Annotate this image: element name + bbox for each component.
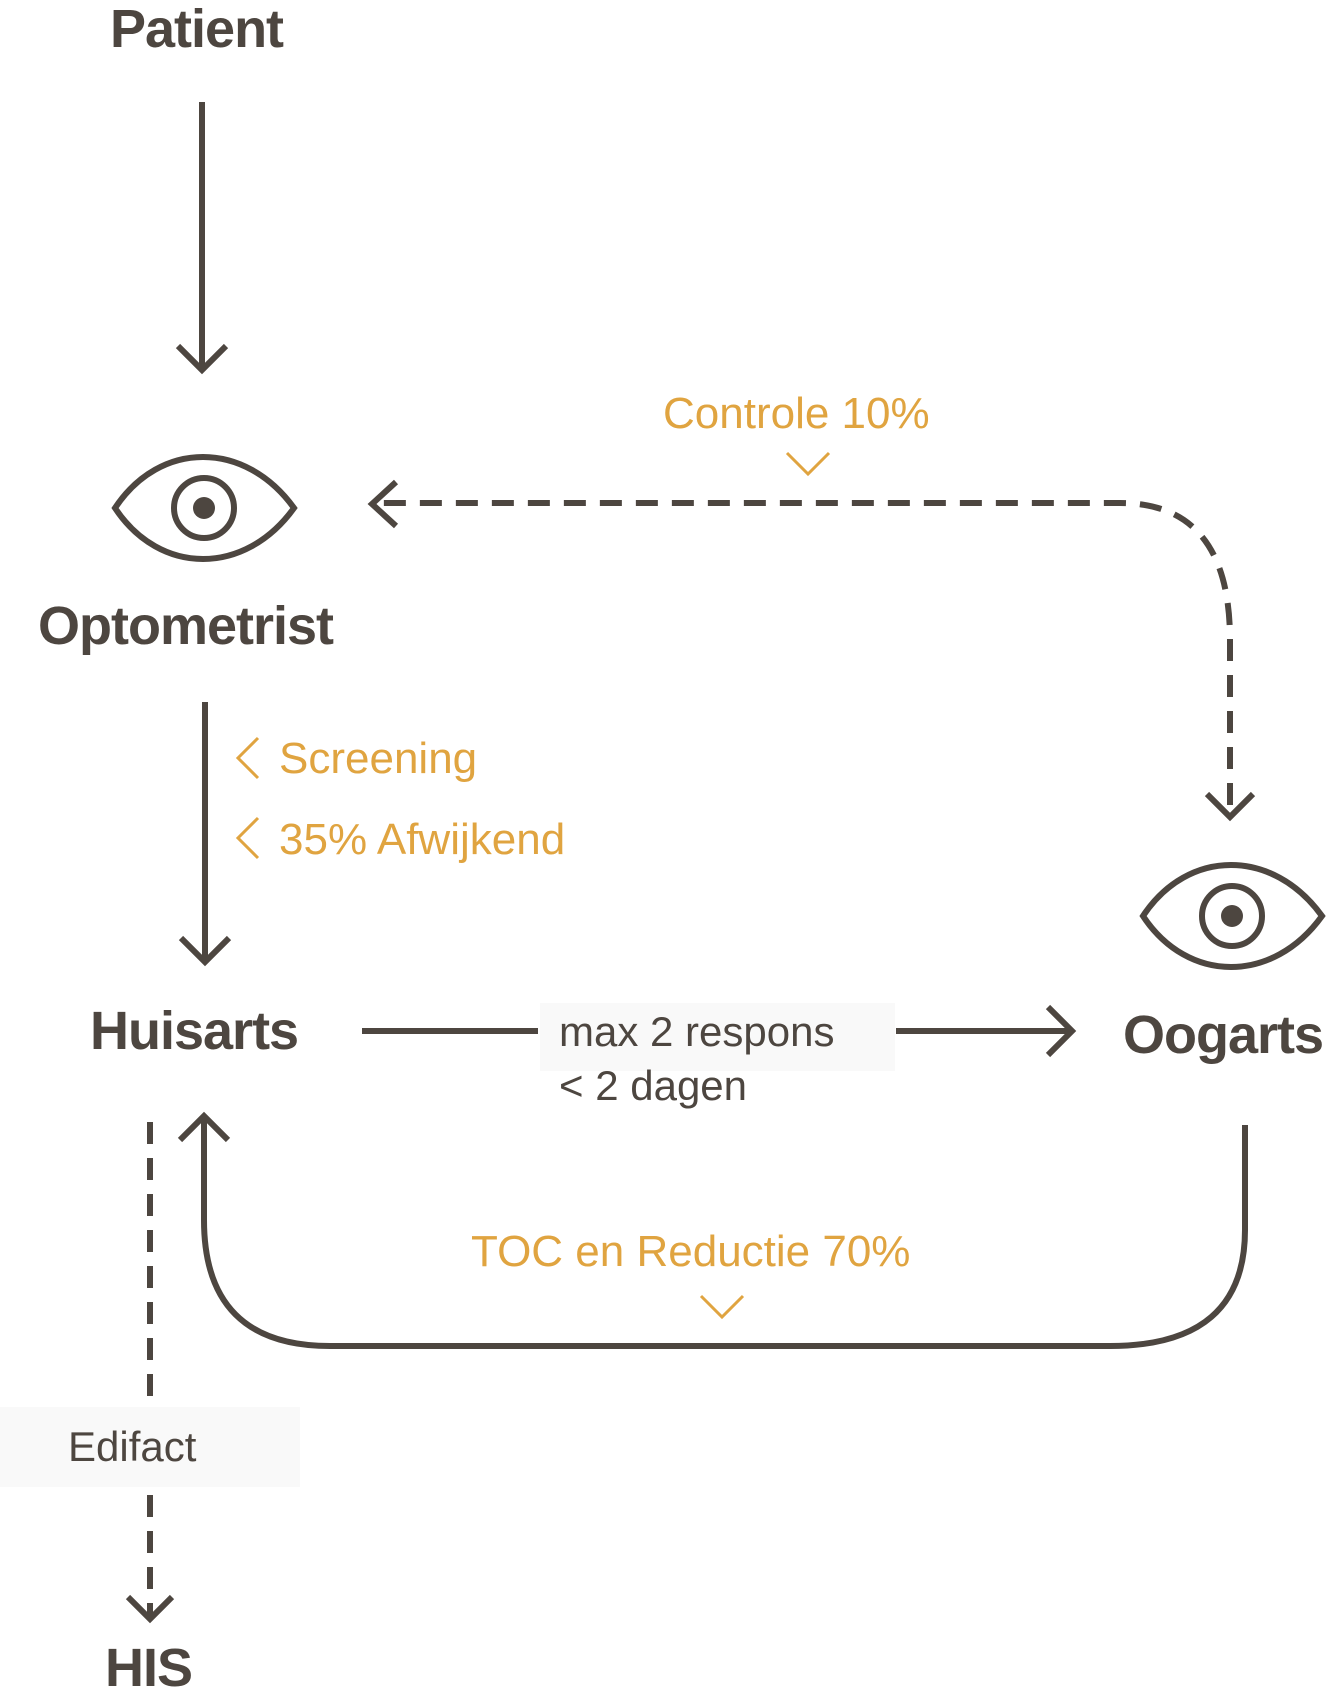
label-max-respons: max 2 respons	[559, 1008, 834, 1055]
eye-icon	[1139, 862, 1326, 970]
arrow-oogarts-to-optometrist	[367, 479, 1256, 822]
node-patient: Patient	[110, 0, 284, 59]
arrow-optometrist-to-huisarts	[178, 702, 232, 967]
arrow-patient-to-optometrist	[175, 102, 229, 375]
label-toc: TOC en Reductie 70%	[471, 1227, 910, 1276]
label-afwijkend: 35% Afwijkend	[279, 815, 565, 864]
arrow-oogarts-to-huisarts	[177, 1111, 1248, 1349]
chevron-left-icon	[235, 736, 260, 780]
label-screening: Screening	[279, 734, 477, 783]
label-box-edifact	[0, 1407, 300, 1487]
node-optometrist: Optometrist	[38, 596, 334, 656]
node-huisarts: Huisarts	[90, 1001, 298, 1061]
arrow-huisarts-to-oogarts	[362, 1004, 1077, 1058]
chevron-down-icon	[785, 451, 831, 477]
label-dagen: < 2 dagen	[559, 1062, 747, 1109]
eye-icon	[111, 454, 298, 562]
chevron-down-icon	[699, 1294, 745, 1320]
node-oogarts: Oogarts	[1123, 1005, 1323, 1065]
chevron-left-icon	[235, 816, 260, 860]
label-controle: Controle 10%	[663, 389, 930, 438]
label-edifact: Edifact	[68, 1423, 197, 1470]
arrow-huisarts-to-his	[125, 1122, 175, 1624]
label-box-respons	[540, 1003, 895, 1071]
node-his: HIS	[105, 1638, 192, 1691]
